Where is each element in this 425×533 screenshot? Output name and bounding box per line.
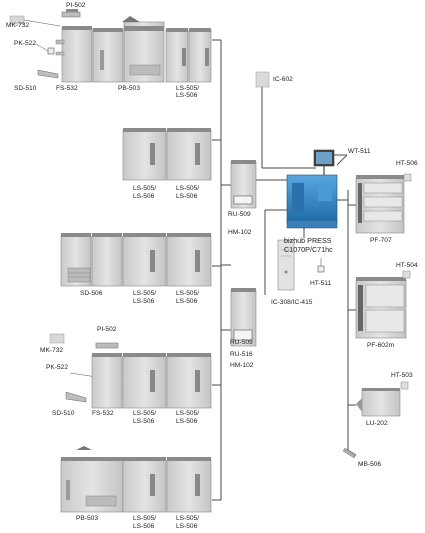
label-mk-732-row-4: MK-732 xyxy=(40,347,64,354)
label-ic-602: IC-602 xyxy=(273,76,293,83)
label-pf-707: PF-707 xyxy=(370,237,392,244)
sd-510-device xyxy=(37,69,59,79)
ls-505-pair-row-1 xyxy=(165,28,212,83)
label-ru-509-lower: RU-509 xyxy=(230,339,253,346)
label-lu-202: LU-202 xyxy=(366,420,388,427)
fs-532-device xyxy=(55,26,93,83)
label-hm-102-upper: HM-102 xyxy=(228,229,252,236)
label-hm-102-lower: HM-102 xyxy=(230,362,254,369)
label-ls-505-row-2-a1: LS-505/ xyxy=(133,185,157,192)
label-ht-503: HT-503 xyxy=(391,372,413,379)
main-unit-name-line-1: bizhub PRESS xyxy=(284,236,332,245)
label-ls-505-row-4-a1: LS-505/ xyxy=(133,410,157,417)
label-pi-502-row-4: PI-502 xyxy=(97,326,117,333)
label-ls-505-row-2-a2: LS-505/ xyxy=(176,185,200,192)
label-sd-510-row-4: SD-510 xyxy=(52,410,75,417)
label-pb-503-row-5: PB-503 xyxy=(76,515,98,522)
main-unit-name-line-2: C1070P/C71hc xyxy=(284,245,333,254)
label-ls-505-row-4-a2: LS-505/ xyxy=(176,410,200,417)
ic-308-415-device xyxy=(277,239,295,291)
label-ls-506-row-2-b2: LS-506 xyxy=(176,193,198,200)
label-ls-506-row-3-b1: LS-506 xyxy=(133,298,155,305)
ru-509-hm-102-unit xyxy=(230,160,257,209)
pb-503-device xyxy=(92,16,165,83)
label-ht-511: HT-511 xyxy=(310,280,332,287)
ht-511-device xyxy=(317,265,325,273)
label-mk-732: MK-732 xyxy=(6,22,30,29)
pf-602m-device xyxy=(355,270,411,339)
label-ls-506-row-4-b1: LS-506 xyxy=(133,418,155,425)
main-engine xyxy=(286,149,338,229)
label-ls-506-row-3-b2: LS-506 xyxy=(176,298,198,305)
mb-506-device xyxy=(342,447,357,459)
pk-522-device xyxy=(47,47,55,55)
row-3-saddle-chain xyxy=(60,233,212,287)
label-fs-532-row-4: FS-532 xyxy=(92,410,114,417)
label-ru-516: RU-516 xyxy=(230,351,253,358)
label-pk-522-row-4: PK-522 xyxy=(46,364,68,371)
label-ls-506-row-4-b2: LS-506 xyxy=(176,418,198,425)
pi-502-device xyxy=(61,9,81,18)
label-ls-505-row-1-a: LS-505/ xyxy=(176,85,200,92)
label-pk-522: PK-522 xyxy=(14,40,36,47)
label-ht-504: HT-504 xyxy=(396,262,418,269)
ht-504-device xyxy=(402,270,411,279)
lu-202-device xyxy=(356,381,409,417)
label-pb-503: PB-503 xyxy=(118,85,140,92)
label-sd-510: SD-510 xyxy=(14,85,37,92)
label-ls-505-row-5-a1: LS-505/ xyxy=(133,515,157,522)
label-ht-506: HT-506 xyxy=(396,160,418,167)
label-fs-532: FS-532 xyxy=(56,85,78,92)
label-ls-506-row-5-b1: LS-506 xyxy=(133,523,155,530)
label-ls-506-row-2-b1: LS-506 xyxy=(133,193,155,200)
label-pi-502: PI-502 xyxy=(66,2,86,9)
label-wt-511: WT-511 xyxy=(348,148,371,155)
label-ls-505-row-3-a1: LS-505/ xyxy=(133,290,157,297)
row-5-binder-chain xyxy=(60,446,212,513)
label-ls-505-row-5-a2: LS-505/ xyxy=(176,515,200,522)
ic-602-device xyxy=(255,71,270,88)
row-2-stacker-chain xyxy=(122,128,212,181)
ht-503-device xyxy=(400,381,409,390)
ru-509-ru-516-hm-102-unit xyxy=(230,288,257,347)
label-ls-506-row-1-b: LS-506 xyxy=(176,92,198,99)
label-pf-602m: PF-602m xyxy=(367,342,395,349)
pf-707-device xyxy=(355,173,412,234)
connector-lines xyxy=(212,39,357,501)
row-1-finisher-chain xyxy=(9,9,212,83)
mk-732-device-row-4 xyxy=(49,333,65,344)
label-ls-506-row-5-b2: LS-506 xyxy=(176,523,198,530)
label-ru-509-upper: RU-509 xyxy=(228,211,251,218)
row-4-finisher-chain xyxy=(49,333,212,409)
label-sd-506: SD-506 xyxy=(80,290,103,297)
ht-506-device xyxy=(403,173,412,182)
label-mb-506: MB-506 xyxy=(358,461,382,468)
label-ls-505-row-3-a2: LS-505/ xyxy=(176,290,200,297)
label-ic-308-415: IC-308/IC-415 xyxy=(271,299,313,306)
